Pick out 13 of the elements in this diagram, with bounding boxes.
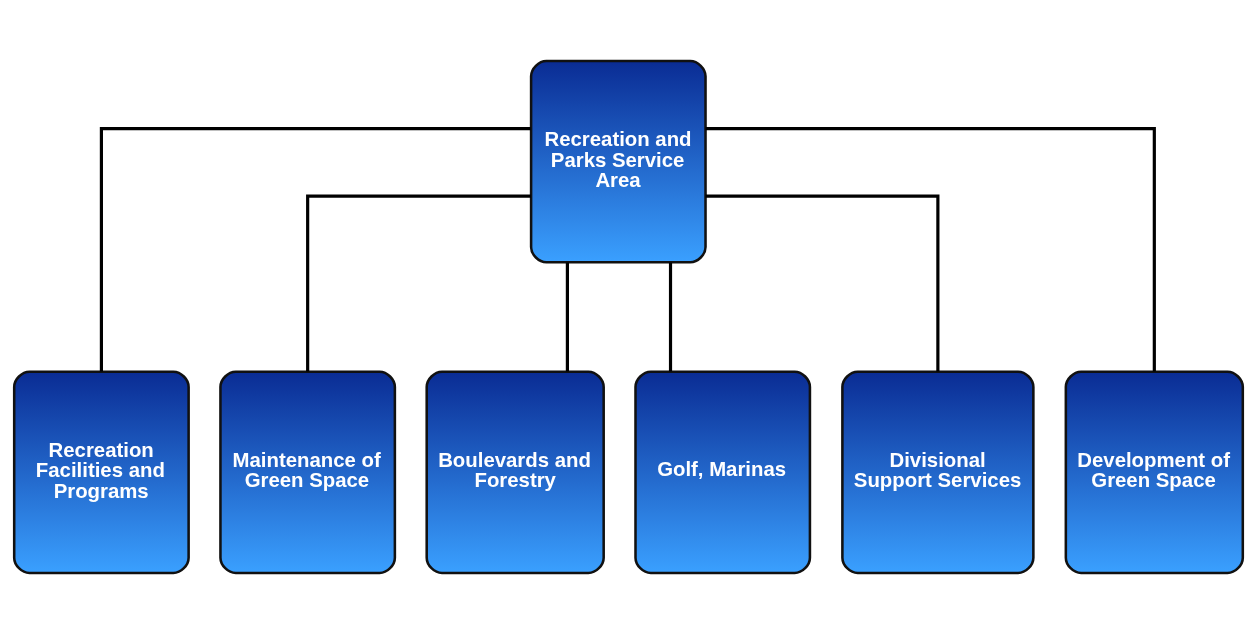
- node-box: Recreation and Parks Service Area: [529, 59, 707, 264]
- connector: [99, 126, 531, 371]
- node-box: Recreation Facilities and Programs: [12, 369, 190, 574]
- connector: [705, 126, 1156, 371]
- node-box: Maintenance of Green Space: [219, 369, 397, 574]
- node-box: Boulevards and Forestry: [425, 369, 605, 574]
- connector: [306, 193, 531, 371]
- connector: [565, 262, 569, 371]
- node-box: Development of Green Space: [1064, 369, 1245, 574]
- node-box: Golf, Marinas: [634, 369, 812, 574]
- connector: [705, 193, 940, 371]
- node-box: Divisional Support Services: [841, 369, 1035, 574]
- connector: [668, 262, 673, 371]
